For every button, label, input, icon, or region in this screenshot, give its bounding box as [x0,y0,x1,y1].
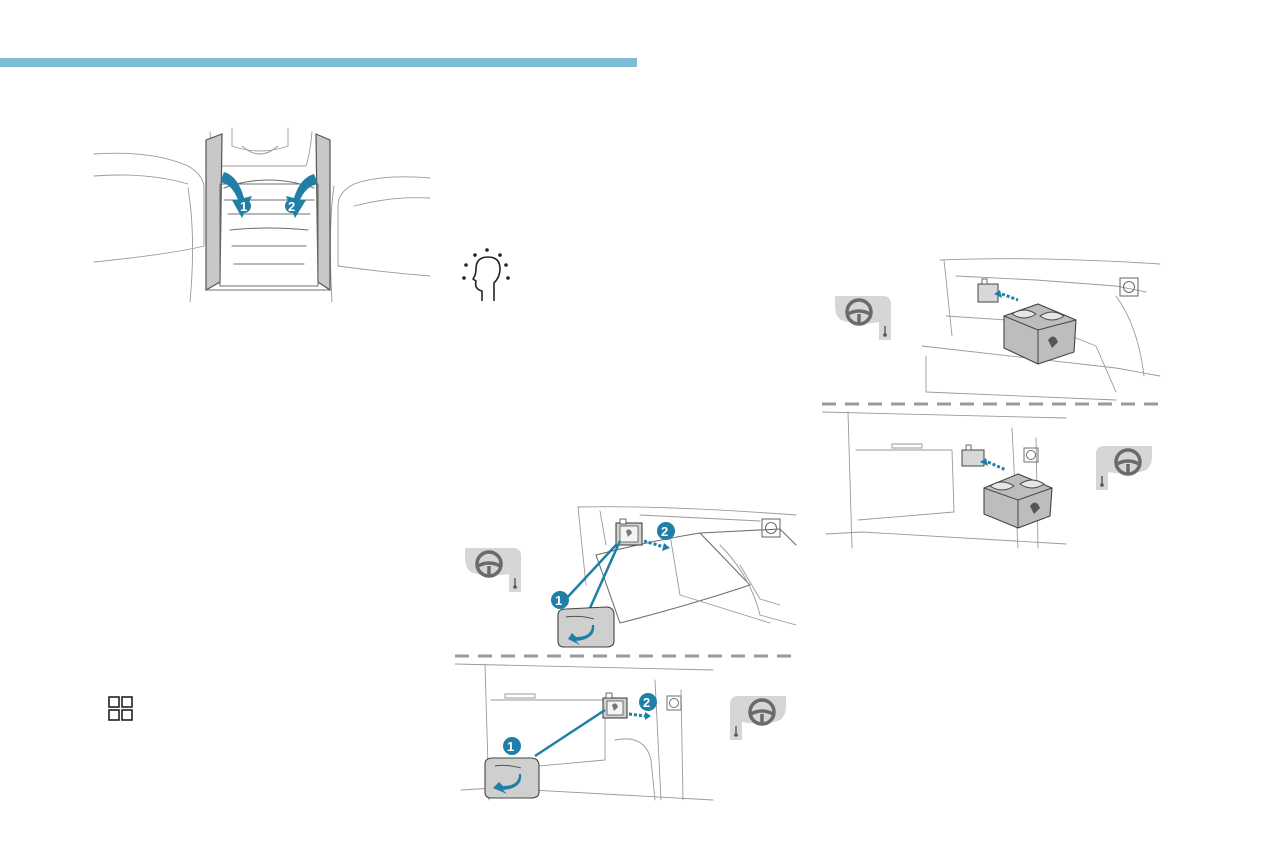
rhd-step-2-label: 2 [643,695,650,710]
steering-wheel-icon [1114,448,1142,476]
right-column-divider [822,402,1162,406]
armrest-illustration: 1 2 [92,126,432,302]
steering-wheel-icon [748,698,776,726]
lhd-step-1-label: 1 [555,593,562,608]
temperature-icon [1100,483,1104,487]
lhd-rhd-divider [455,654,797,658]
lhd-steering-wheel-badge [465,548,523,592]
lhd-fusebox-illustration [916,256,1162,402]
armrest-step-1-label: 1 [240,199,247,214]
steering-wheel-icon [845,298,873,326]
lhd-glovebox-illustration: 2 1 [540,505,798,651]
temperature-icon [883,333,887,337]
temperature-icon [513,585,517,589]
header-accent-bar [0,58,637,67]
steering-wheel-icon [475,550,503,578]
temperature-icon [734,733,738,737]
rhd-glovebox-illustration: 2 1 [455,660,717,804]
lhd-step-2-label: 2 [661,524,668,539]
armrest-step-2-label: 2 [288,199,295,214]
head-speaking-icon [460,247,514,303]
rhd-step-1-label: 1 [507,739,514,754]
rhd-fusebox-illustration [822,408,1070,550]
four-squares-icon [108,696,134,722]
rhd-fusebox-badge [1094,446,1152,490]
lhd-fusebox-badge [835,296,893,340]
rhd-steering-wheel-badge [728,696,786,740]
